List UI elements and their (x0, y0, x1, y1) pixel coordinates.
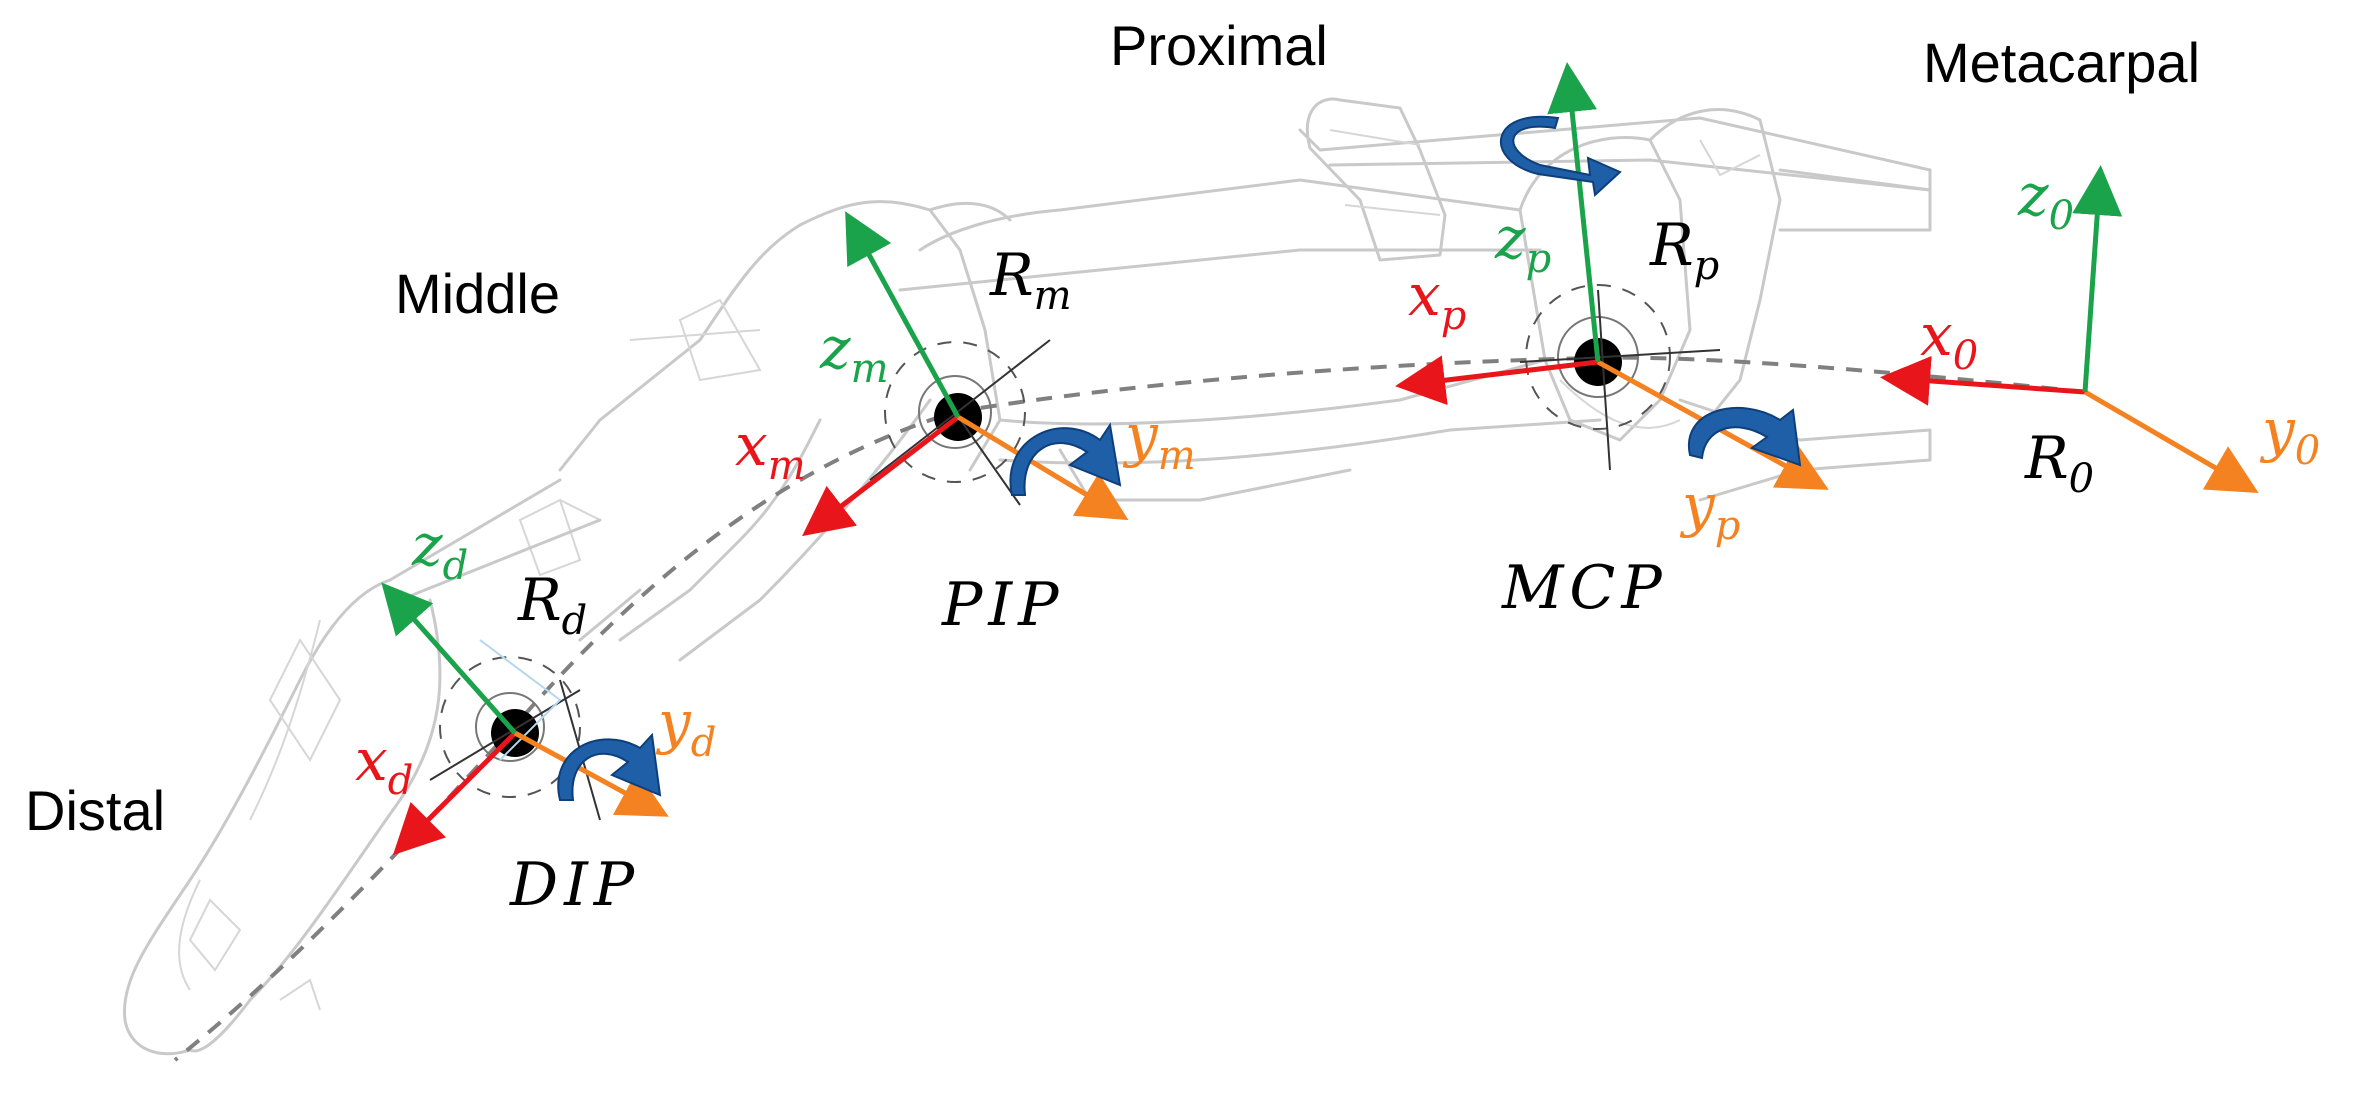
xp-axis-arrow (1395, 355, 1599, 406)
rotation-arrow-pip (1009, 422, 1122, 496)
yd-axis-arrow (513, 730, 669, 817)
frame-rd-axes (381, 582, 669, 856)
label-yd: yd (655, 688, 716, 766)
label-z0: z0 (2017, 161, 2074, 239)
label-frame-rd: Rd (517, 566, 587, 644)
label-frame-rp: Rp (1649, 211, 1719, 289)
zm-axis-arrow (845, 211, 961, 419)
z0-axis-arrow (2072, 165, 2123, 393)
y0-axis-arrow (2083, 389, 2259, 494)
label-y0: y0 (2259, 396, 2320, 474)
label-mcp: MCP (1501, 553, 1668, 623)
label-xd: xd (355, 726, 413, 804)
rotation-arrow-dip (557, 732, 662, 801)
label-zp: zp (1494, 204, 1551, 282)
zp-axis-arrow (1547, 62, 1601, 363)
label-yp: yp (1679, 471, 1740, 549)
frame-rm-axes (802, 211, 1129, 537)
label-x0: x0 (1920, 301, 1978, 379)
label-metacarpal: Metacarpal (1923, 31, 2200, 94)
label-dip: DIP (509, 850, 640, 920)
label-proximal: Proximal (1110, 14, 1328, 77)
rotation-arrow-mcp-flexion (1687, 406, 1802, 467)
label-frame-r0: R0 (2024, 424, 2094, 502)
label-zd: zd (411, 511, 468, 589)
label-zm: zm (819, 314, 889, 392)
label-xm: xm (735, 411, 806, 489)
xm-axis-arrow (802, 415, 960, 537)
xd-axis-arrow (392, 731, 517, 856)
x0-axis-arrow (1880, 355, 2086, 406)
label-xp: xp (1408, 261, 1466, 339)
label-distal: Distal (25, 779, 165, 842)
ym-axis-arrow (956, 414, 1129, 521)
rotation-arrow-mcp-abduction (1499, 115, 1622, 198)
label-middle: Middle (395, 262, 560, 325)
label-ym: ym (1122, 401, 1196, 479)
zd-axis-arrow (381, 582, 517, 735)
frame-r0-axes (1880, 165, 2259, 494)
label-pip: PIP (941, 570, 1064, 640)
finger-outline (122, 97, 1932, 1056)
label-frame-rm: Rm (989, 241, 1072, 319)
